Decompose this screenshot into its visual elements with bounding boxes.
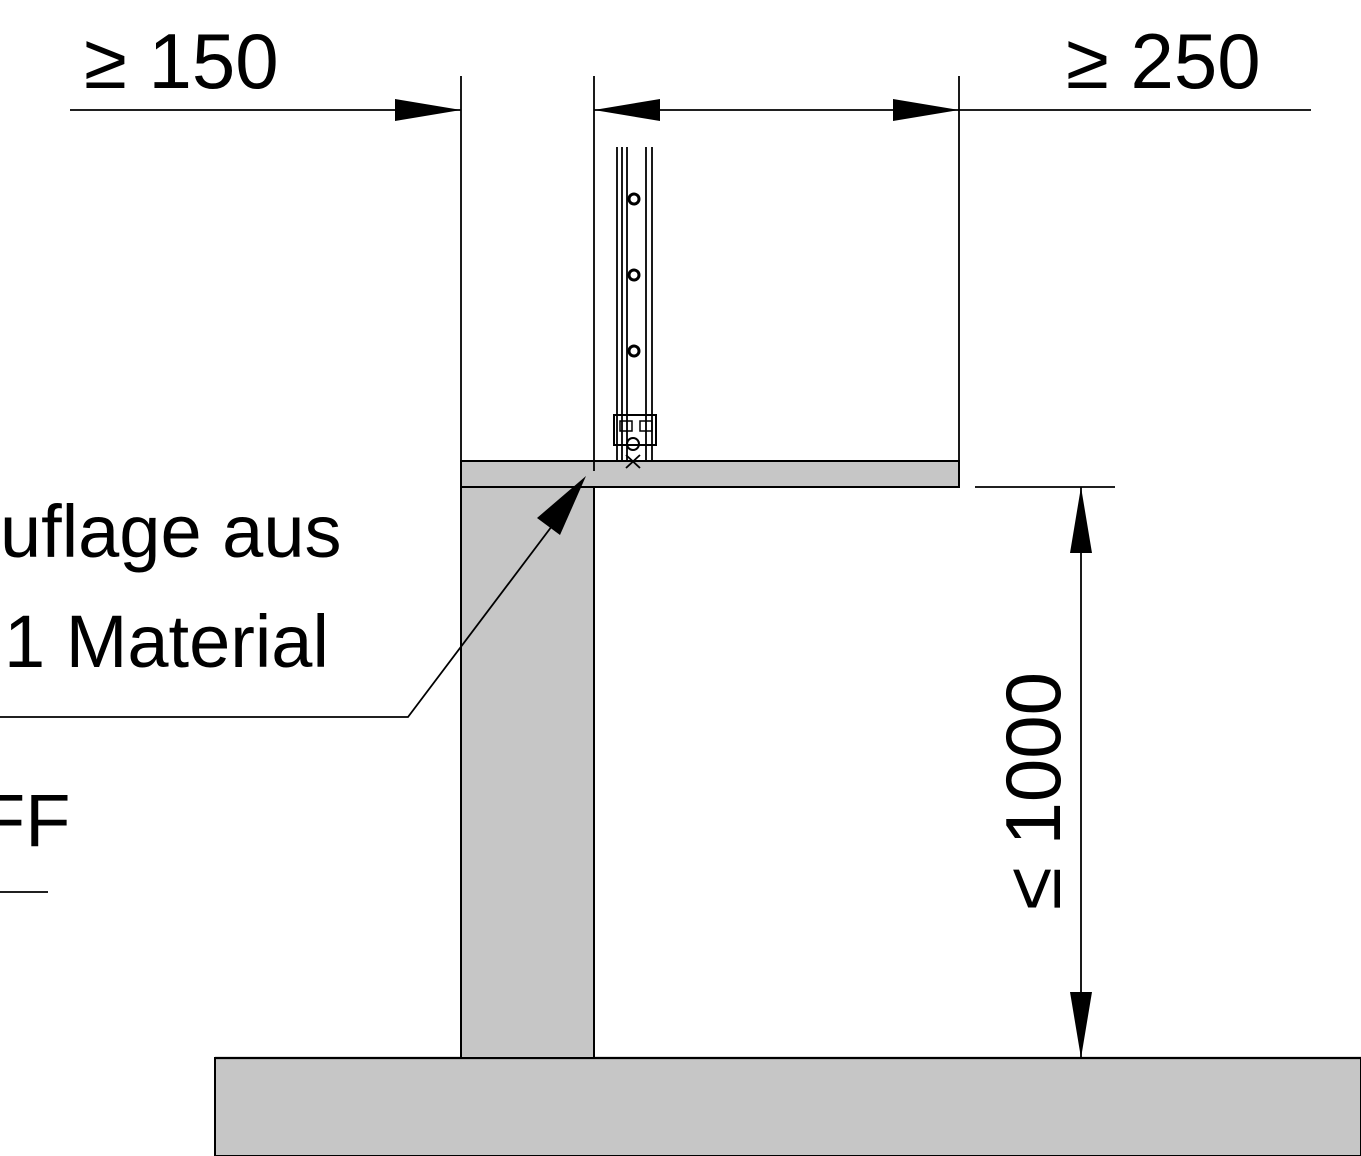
height-arrow-top (1070, 487, 1092, 553)
annotation-line2: 1 Material (4, 600, 329, 683)
height-arrow-bottom (1070, 992, 1092, 1058)
annotation-line1: uflage aus (0, 490, 342, 573)
wall-parapet (460, 486, 595, 1059)
glass-railing-profile (613, 147, 657, 469)
annotation-leader-arrow (537, 476, 586, 535)
support-plate (460, 460, 960, 488)
arrow-center (594, 99, 660, 121)
arrow-right-clearance (893, 99, 959, 121)
floor-slab (214, 1057, 1361, 1156)
arrow-left-clearance (395, 99, 461, 121)
annotation-leader-line (0, 521, 556, 718)
height-dim-text: ≤ 1000 (989, 672, 1077, 910)
dim-text-left: ≥ 150 (84, 17, 279, 105)
dim-text-right: ≥ 250 (1066, 17, 1261, 105)
floor-label: FF (0, 779, 70, 862)
